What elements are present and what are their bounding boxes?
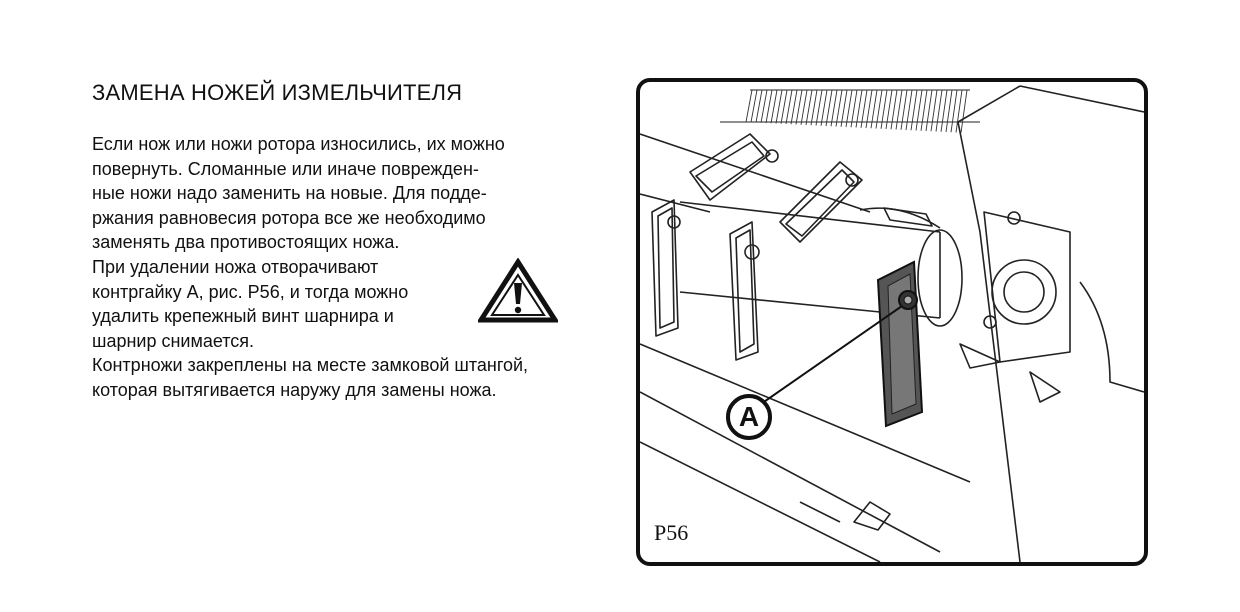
text-line: ные ножи надо заменить на новые. Для под…: [92, 183, 487, 204]
text-line: заменять два противостоящих ножа.: [92, 232, 400, 253]
text-line: Контрножи закреплены на месте замковой ш…: [92, 355, 529, 376]
text-line: ржания равновесия ротора все же необходи…: [92, 207, 486, 228]
figure-p56: A P56: [636, 78, 1148, 566]
figure-label: P56: [654, 520, 689, 545]
text-line: При удалении ножа отворачивают: [92, 256, 379, 277]
text-line: которая вытягивается наружу для замены н…: [92, 379, 497, 400]
text-line: повернуть. Сломанные или иначе поврежден…: [92, 158, 479, 179]
text-line: удалить крепежный винт шарнира и: [92, 306, 394, 327]
callout-a: A: [726, 394, 772, 440]
text-line: Если нож или ножи ротора износились, их …: [92, 134, 505, 154]
page-title: ЗАМЕНА НОЖЕЙ ИЗМЕЛЬЧИТЕЛЯ: [92, 80, 463, 105]
warning-triangle-icon: [476, 257, 560, 324]
shredder-rotor-drawing: [640, 85, 1144, 562]
text-line: шарнир снимается.: [92, 330, 255, 351]
body-text: Если нож или ножи ротора износились, их …: [92, 132, 632, 403]
text-line: контргайку А, рис. Р56, и тогда можно: [92, 281, 409, 302]
